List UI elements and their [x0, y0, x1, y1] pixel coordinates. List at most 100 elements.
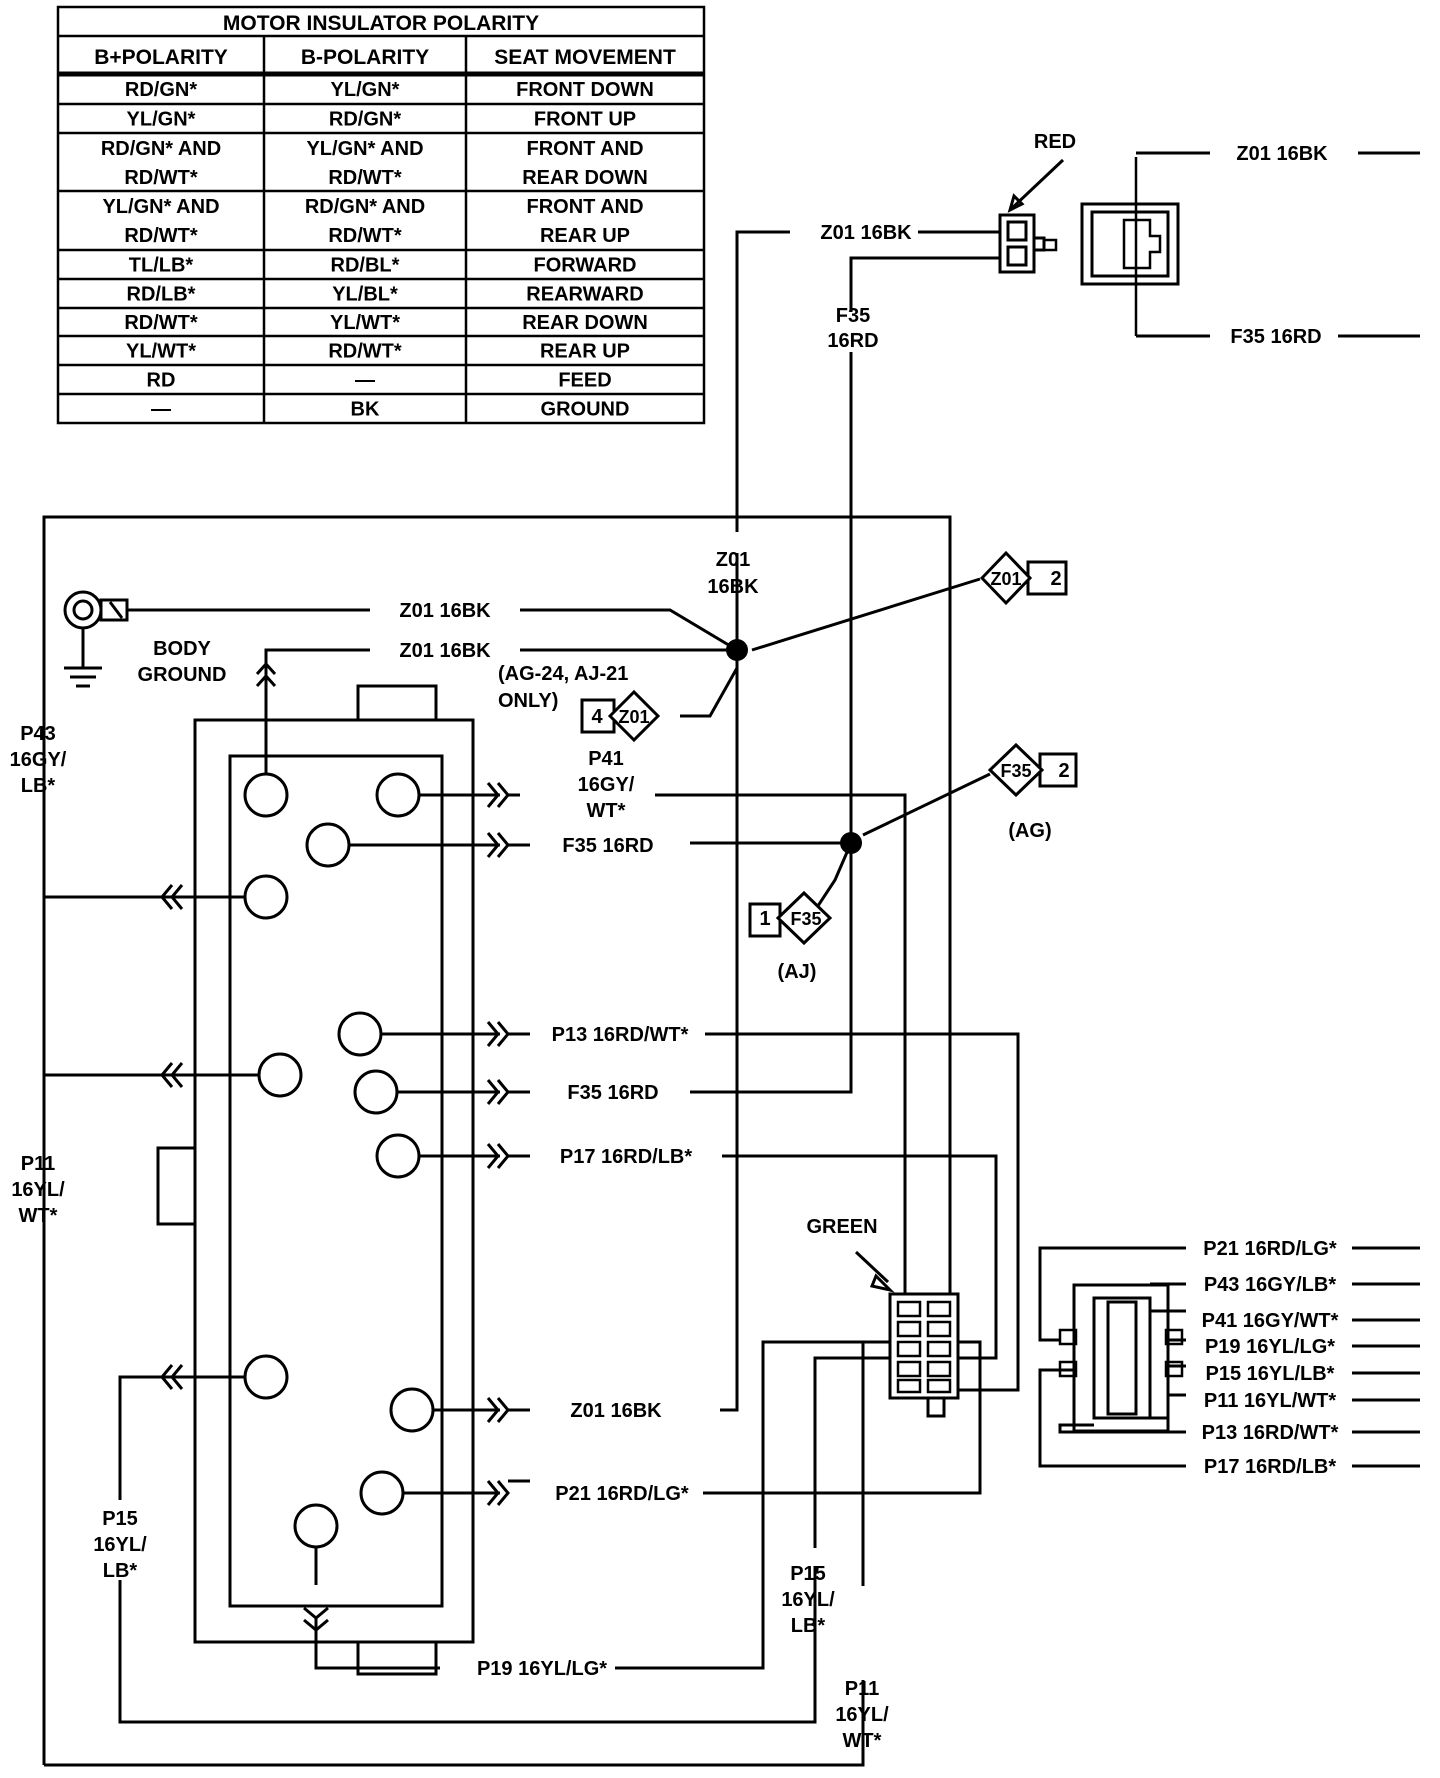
table-cell: RD/GN* AND — [305, 196, 425, 218]
green-mating-pin-label: P15 16YL/LB* — [1206, 1363, 1335, 1385]
splice-f35 — [840, 832, 862, 854]
body-ground-symbol — [63, 590, 129, 688]
table-cell: YL/GN* AND — [102, 196, 219, 218]
table-cell: RD/GN* — [329, 109, 401, 131]
harness-outline — [42, 515, 952, 1765]
wire-z01-top: Z01 16BK — [820, 222, 912, 244]
wire-p15: P15 — [102, 1508, 138, 1530]
table-cell: RD/WT* — [124, 312, 198, 334]
red-connector-label: RED — [1034, 131, 1076, 153]
wire-f35-top: 16RD — [827, 330, 878, 352]
table-cell: TL/LB* — [129, 255, 194, 277]
wire-p15-bottom: LB* — [791, 1615, 826, 1637]
table-cell: GROUND — [541, 399, 630, 421]
table-cell: YL/GN* — [331, 79, 400, 101]
splice-f35-2-id: F35 — [1000, 761, 1031, 781]
table-cell: REAR DOWN — [522, 167, 648, 189]
green-connector-label: GREEN — [806, 1216, 877, 1238]
wire-p11: WT* — [19, 1205, 58, 1227]
wire-p19: P19 16YL/LG* — [477, 1658, 607, 1680]
wire-p21: P21 16RD/LG* — [555, 1483, 689, 1505]
wire-p41: 16GY/ — [578, 774, 635, 796]
green-connector-mating — [1038, 1246, 1420, 1468]
wire-z01-ground-b: Z01 16BK — [399, 640, 491, 662]
splice-f35-1-num: 1 — [759, 908, 770, 930]
table-cell: — — [355, 370, 375, 392]
table-cell: REAR UP — [540, 225, 630, 247]
wire-p11-bottom: P11 — [845, 1678, 879, 1700]
wire-p11-bottom: WT* — [843, 1730, 882, 1752]
green-connector — [888, 1292, 960, 1418]
table-cell: RD/LB* — [127, 284, 196, 306]
green-mating-pin-label: P21 16RD/LG* — [1203, 1238, 1337, 1260]
table-cell: YL/WT* — [126, 341, 196, 363]
table-title: MOTOR INSULATOR POLARITY — [223, 12, 539, 35]
switch-pin-p19 — [293, 1503, 339, 1549]
wire-z01-right: Z01 16BK — [1236, 143, 1328, 165]
table-cell: RD/WT* — [328, 225, 402, 247]
wire-f35-low: F35 16RD — [567, 1082, 658, 1104]
table-cell: REAR DOWN — [522, 312, 648, 334]
table-cell: FORWARD — [534, 255, 637, 277]
wire-f35-mid: F35 16RD — [562, 835, 653, 857]
splice-z01-4-num: 4 — [591, 706, 603, 728]
switch-pin-p11 — [257, 1052, 303, 1098]
wire-p13: P13 16RD/WT* — [552, 1024, 689, 1046]
table-cell: RD/GN* — [125, 79, 197, 101]
wire-z01-vertical: 16BK — [707, 576, 759, 598]
switch-pin-p17 — [375, 1133, 421, 1179]
switch-pin-p41 — [375, 772, 421, 818]
body-ground-label: BODY — [153, 638, 211, 660]
splice-z01-2-id: Z01 — [990, 569, 1021, 589]
ag-label: (AG) — [1008, 820, 1051, 842]
wire-p15: LB* — [103, 1560, 138, 1582]
table-cell: YL/GN* — [127, 109, 196, 131]
switch-pin-p15 — [243, 1354, 289, 1400]
table-cell: YL/WT* — [330, 312, 400, 334]
aj-label: (AJ) — [778, 961, 817, 983]
table-cell: RD/WT* — [124, 225, 198, 247]
wire-p15-bottom: 16YL/ — [781, 1589, 835, 1611]
switch-pin-p21 — [359, 1470, 405, 1516]
splice-f35-2-num: 2 — [1058, 760, 1069, 782]
table-cell: YL/GN* AND — [306, 138, 423, 160]
switch-pin-p43 — [243, 874, 289, 920]
wire-p43: 16GY/ — [10, 749, 67, 771]
splice-z01-4 — [580, 689, 661, 743]
table-cell: REARWARD — [526, 284, 643, 306]
body-ground-label: GROUND — [138, 664, 227, 686]
ag-aj-only-note: (AG-24, AJ-21 — [498, 663, 628, 685]
table-cell: — — [151, 399, 171, 421]
table-cell: REAR UP — [540, 341, 630, 363]
wire-z01-ground-a: Z01 16BK — [399, 600, 491, 622]
splice-z01-2-num: 2 — [1050, 568, 1061, 590]
wire-p11: 16YL/ — [11, 1179, 65, 1201]
wire-p11: P11 — [21, 1153, 55, 1175]
green-mating-pin-label: P11 16YL/WT* — [1204, 1390, 1336, 1412]
splice-f35-1 — [748, 890, 833, 946]
table-cell: RD — [147, 370, 176, 392]
table-cell: FEED — [558, 370, 611, 392]
wire-p41: WT* — [587, 800, 626, 822]
table-cell: RD/WT* — [328, 167, 402, 189]
table-cell: RD/BL* — [331, 255, 400, 277]
wire-p41: P41 — [588, 748, 624, 770]
splice-z01 — [726, 639, 748, 661]
table-header: B+POLARITY — [94, 46, 228, 69]
table-cell: RD/WT* — [328, 341, 402, 363]
wires — [44, 158, 1065, 1767]
wire-p17: P17 16RD/LB* — [560, 1146, 692, 1168]
red-connector-mating — [1080, 151, 1420, 338]
switch-pin-f35-lower — [353, 1069, 399, 1115]
wire-f35-right: F35 16RD — [1230, 326, 1321, 348]
green-mating-pin-label: P43 16GY/LB* — [1204, 1274, 1337, 1296]
switch-pin-p13 — [337, 1011, 383, 1057]
wire-p15: 16YL/ — [93, 1534, 147, 1556]
wire-p11-bottom: 16YL/ — [835, 1704, 889, 1726]
wire-z01-low: Z01 16BK — [570, 1400, 662, 1422]
splice-f35-1-id: F35 — [790, 909, 821, 929]
seat-switch — [156, 684, 475, 1676]
